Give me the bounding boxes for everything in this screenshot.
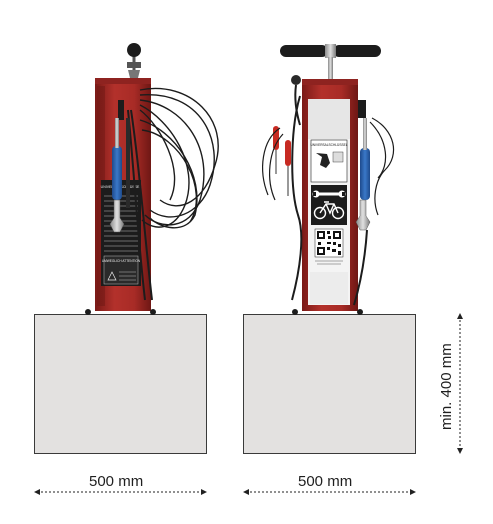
right-base-plate — [243, 314, 416, 454]
left-base-plate — [34, 314, 207, 454]
left-warning-label: UMWEGLICH ATTENTION — [102, 259, 141, 263]
warning-triangle-icon — [107, 271, 117, 281]
left-hoses — [139, 87, 219, 229]
left-pump-knob — [127, 43, 141, 78]
qr-code — [314, 228, 344, 258]
right-right-tools — [353, 100, 395, 306]
right-pump-hose — [291, 75, 303, 301]
bicycle-icon — [313, 201, 345, 220]
right-pump-handle — [280, 44, 381, 79]
height-min-label: min. 400 mm — [438, 343, 455, 430]
right-width-label: 500 mm — [298, 473, 353, 490]
left-width-label: 500 mm — [89, 473, 144, 490]
right-panel-heading: UNIVERSALSCHLÜSSEL — [310, 143, 347, 147]
right-info-panel: UNIVERSALSCHLÜSSEL — [308, 99, 350, 305]
left-info-panel: UNIVERSALSCHLÜSSEL UMWEGLICH ATTE — [101, 180, 141, 286]
right-repair-station: UNIVERSALSCHLÜSSEL — [262, 44, 395, 315]
left-repair-station: UNIVERSALSCHLÜSSEL UMWEGLICH ATTE — [85, 43, 219, 315]
valve-adapter-icon — [316, 153, 330, 168]
wrench-icon — [312, 190, 346, 198]
right-left-tools — [262, 126, 291, 201]
left-tools — [109, 100, 130, 233]
